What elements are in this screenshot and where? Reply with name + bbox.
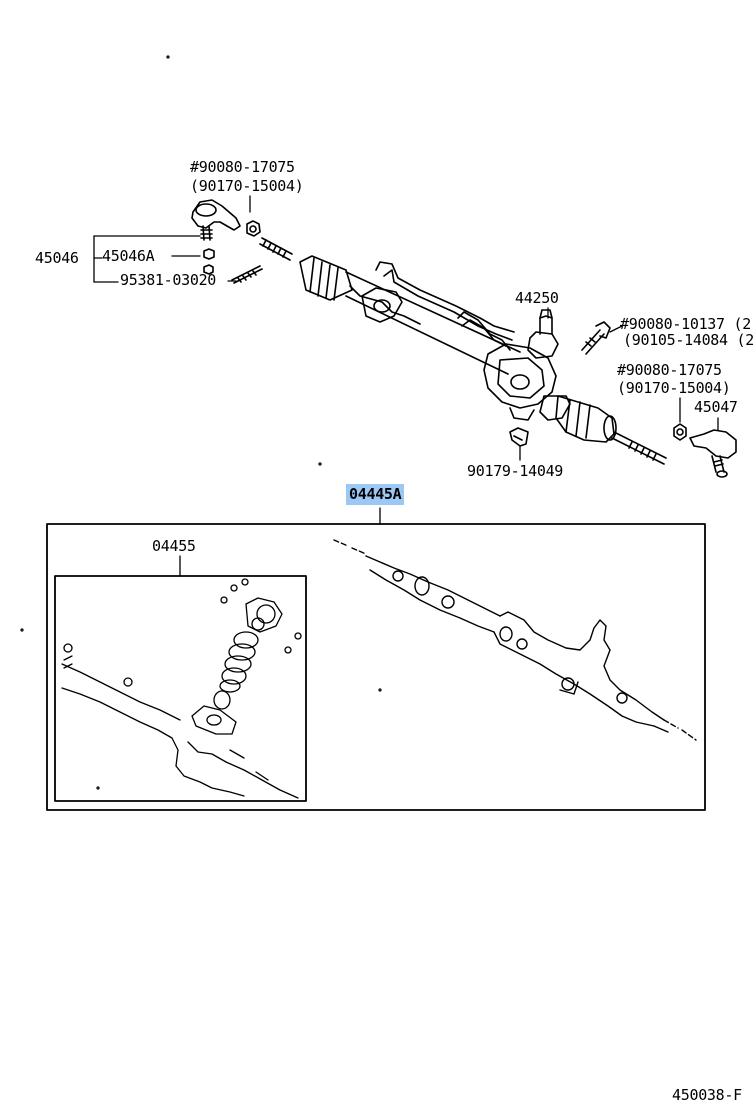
callout-tie-rod-end-left[interactable]: 45046 bbox=[35, 249, 79, 267]
stray-marks bbox=[20, 55, 382, 790]
leader-lines bbox=[93, 195, 719, 577]
seal-kit-icon bbox=[61, 578, 302, 799]
right-nut-icon bbox=[673, 423, 687, 441]
rack-outline-icon bbox=[333, 539, 697, 741]
steering-rack-housing-icon bbox=[299, 255, 667, 465]
callout-gasket-kit-main[interactable]: 04445A bbox=[346, 484, 405, 505]
clip-icon bbox=[509, 427, 529, 447]
callout-tie-end-bolt-left[interactable]: #90080-17075 bbox=[190, 158, 295, 176]
callout-bracket-bolt-1[interactable]: #90080-10137 (2 bbox=[620, 315, 751, 333]
callout-tie-end-bolt-right[interactable]: #90080-17075 bbox=[617, 361, 722, 379]
left-nut-icon bbox=[246, 220, 261, 237]
callout-tie-end-nut-left[interactable]: (90170-15004) bbox=[190, 177, 304, 195]
callout-pinion-valve[interactable]: 44250 bbox=[515, 289, 559, 307]
small-nut-icon bbox=[203, 248, 215, 275]
callout-gasket-kit-sub[interactable]: 04455 bbox=[152, 537, 196, 555]
gasket-sub-kit-box bbox=[54, 575, 307, 802]
right-tie-rod-end-icon bbox=[689, 429, 737, 478]
callout-tie-rod-end-sub[interactable]: 45046A bbox=[102, 247, 155, 265]
callout-tie-rod-end-right[interactable]: 45047 bbox=[694, 398, 738, 416]
gasket-kit-box bbox=[46, 523, 706, 811]
callout-cotter-pin-left[interactable]: 95381-03020 bbox=[120, 271, 217, 289]
left-tie-rod-end-icon bbox=[191, 199, 241, 241]
left-threaded-rod-icon bbox=[259, 237, 293, 261]
page-code: 450038-F bbox=[672, 1086, 742, 1104]
cotter-pin-icon bbox=[231, 265, 263, 284]
callout-clip[interactable]: 90179-14049 bbox=[467, 462, 564, 480]
callout-tie-end-nut-right[interactable]: (90170-15004) bbox=[617, 379, 731, 397]
bracket-bolt-icon bbox=[581, 321, 611, 355]
callout-bracket-bolt-2[interactable]: (90105-14084 (2 bbox=[623, 331, 754, 349]
